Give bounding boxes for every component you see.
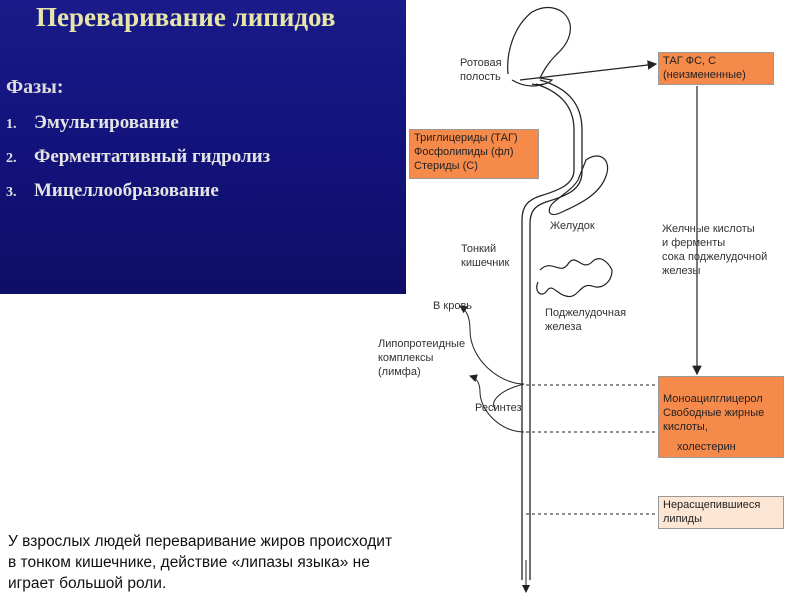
arrow-to-lymph	[469, 374, 525, 433]
phase-number: 3.	[6, 185, 17, 200]
products-text: Моноацилглицерол Свободные жирные кислот…	[663, 393, 765, 433]
mouth-curve	[511, 79, 545, 87]
phases-heading: Фазы:	[6, 76, 64, 98]
hydrolysis-products-box: Моноацилглицерол Свободные жирные кислот…	[658, 376, 784, 458]
phase-item: 2. Ферментативный гидролиз	[6, 146, 270, 168]
lipoprotein-label: Липопротеидные комплексы (лимфа)	[378, 338, 466, 378]
head-outline	[507, 7, 571, 86]
phase-number: 2.	[6, 151, 17, 166]
unchanged-lipids-box: ТАГ ФС, С (неизмененные)	[658, 52, 774, 85]
footnote-text: У взрослых людей переваривание жиров про…	[8, 533, 393, 592]
oral-cavity-label: Ротовая полость	[460, 57, 502, 83]
title-panel: Переваривание липидов Фазы: 1. Эмульгиров…	[0, 0, 406, 294]
digestive-tract	[521, 83, 575, 580]
food-lipids-box: Триглицериды (ТАГ) Фосфолипиды (фл) Стер…	[409, 129, 539, 179]
stomach-label: Желудок	[550, 220, 595, 232]
to-blood-label: В кровь	[433, 300, 473, 312]
pancreas-shape	[536, 258, 613, 298]
phase-text: Ферментативный гидролиз	[34, 146, 271, 167]
resynthesis-curve	[493, 383, 525, 411]
arrow-to-blood	[459, 305, 525, 385]
phase-text: Мицеллообразование	[34, 180, 219, 201]
phase-number: 1.	[6, 117, 17, 132]
arrow-to-unchanged	[519, 60, 658, 81]
small-intestine-label: Тонкий кишечник	[461, 243, 510, 269]
undigested-lipids-box: Нерасщепившиеся липиды	[658, 496, 784, 529]
cholesterol-text: холестерин	[677, 441, 736, 453]
bile-acids-label: Желчные кислоты и ферменты сока поджелуд…	[662, 223, 768, 277]
phase-item: 3. Мицеллообразование	[6, 180, 219, 202]
stomach-shape	[548, 155, 609, 216]
phase-text: Эмульгирование	[34, 112, 179, 133]
resynthesis-label: Ресинтез	[475, 402, 522, 414]
pancreas-label: Поджелудочная железа	[545, 307, 627, 333]
page-title: Переваривание липидов	[36, 2, 336, 32]
phase-item: 1. Эмульгирование	[6, 112, 179, 134]
digestive-tract-inner	[529, 79, 583, 580]
